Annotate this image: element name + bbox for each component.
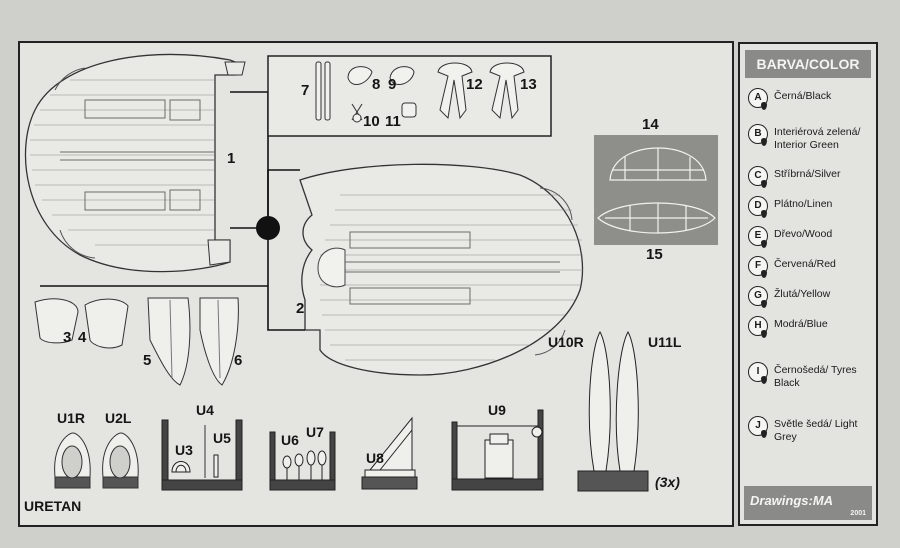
paint-drop-icon (761, 240, 767, 248)
credit-year: 2001 (850, 510, 866, 517)
unit-label-u8: U8 (366, 450, 384, 466)
paint-drop-icon (761, 300, 767, 308)
unit-label-u11l: U11L (648, 334, 682, 350)
paint-drop-icon (761, 102, 767, 110)
unit-label-u1r: U1R (57, 410, 86, 426)
junction-dot (256, 216, 280, 240)
part-label-2: 2 (296, 300, 305, 317)
unit-label-u5: U5 (213, 430, 231, 446)
color-name-i: Černošedá/ Tyres Black (774, 364, 857, 389)
parts-8-9 (347, 66, 415, 86)
part-label-3: 3 (63, 329, 72, 346)
color-name-g: Žlutá/Yellow (774, 288, 831, 300)
part-label-9: 9 (388, 76, 397, 93)
part-label-4: 4 (78, 329, 87, 346)
part-label-14: 14 (642, 116, 659, 133)
paint-drop-icon (761, 330, 767, 338)
color-legend: BARVA/COLOR A Černá/Black B Interiérová … (738, 42, 878, 526)
paint-drop-icon (761, 430, 767, 438)
paint-drop-icon (761, 210, 767, 218)
unit-label-u3: U3 (175, 442, 193, 458)
quantity-label: (3x) (655, 474, 680, 490)
part-label-8: 8 (372, 76, 381, 93)
struts-u10r-u11l (577, 330, 649, 492)
transparent-parts-box (594, 135, 718, 245)
unit-label-u10r: U10R (548, 334, 584, 350)
color-name-h: Modrá/Blue (774, 318, 828, 330)
unit-label-u9: U9 (488, 402, 506, 418)
part-label-11: 11 (385, 113, 401, 130)
paint-drop-icon (761, 270, 767, 278)
color-name-j: Světle šedá/ Light Grey (774, 418, 858, 443)
part-label-5: 5 (143, 352, 152, 369)
paint-drop-icon (761, 138, 767, 146)
color-name-c: Stříbrná/Silver (774, 168, 841, 180)
struts-7 (315, 61, 331, 121)
frame-u3-u4-u5 (161, 419, 243, 491)
legend-title: BARVA/COLOR (745, 50, 871, 78)
material-label: URETAN (24, 498, 82, 514)
unit-label-u6: U6 (281, 432, 299, 448)
part-label-7: 7 (301, 82, 310, 99)
canopy-14 (609, 147, 707, 181)
wheels-u1r-u2l (54, 432, 139, 489)
part-label-6: 6 (234, 352, 243, 369)
color-name-f: Červená/Red (774, 258, 836, 270)
drawings-credit: Drawings:MA 2001 (744, 486, 872, 520)
color-name-e: Dřevo/Wood (774, 228, 833, 240)
window-15 (597, 202, 716, 234)
paint-drop-icon (761, 376, 767, 384)
paint-drop-icon (761, 180, 767, 188)
part-label-10: 10 (363, 113, 380, 130)
upper-wing-part (24, 53, 246, 273)
frame-u9 (451, 409, 544, 491)
part-label-15: 15 (646, 246, 663, 263)
color-name-d: Plátno/Linen (774, 198, 833, 210)
part-label-13: 13 (520, 76, 537, 93)
unit-label-u2l: U2L (105, 410, 132, 426)
lower-wing-part (299, 163, 584, 376)
color-name-a: Černá/Black (774, 90, 832, 102)
frame-u6-u7 (269, 431, 336, 491)
parts-10-11 (351, 102, 417, 123)
rudder-parts-5-6 (147, 297, 239, 386)
struts-12-13 (437, 62, 525, 120)
part-label-1: 1 (227, 150, 236, 167)
elevator-parts-3-4 (34, 298, 129, 349)
seat-u8 (361, 416, 418, 490)
color-name-b: Interiérová zelená/ Interior Green (774, 126, 861, 151)
unit-label-u4: U4 (196, 402, 214, 418)
unit-label-u7: U7 (306, 424, 324, 440)
credit-text: Drawings:MA (750, 493, 834, 508)
part-label-12: 12 (466, 76, 483, 93)
